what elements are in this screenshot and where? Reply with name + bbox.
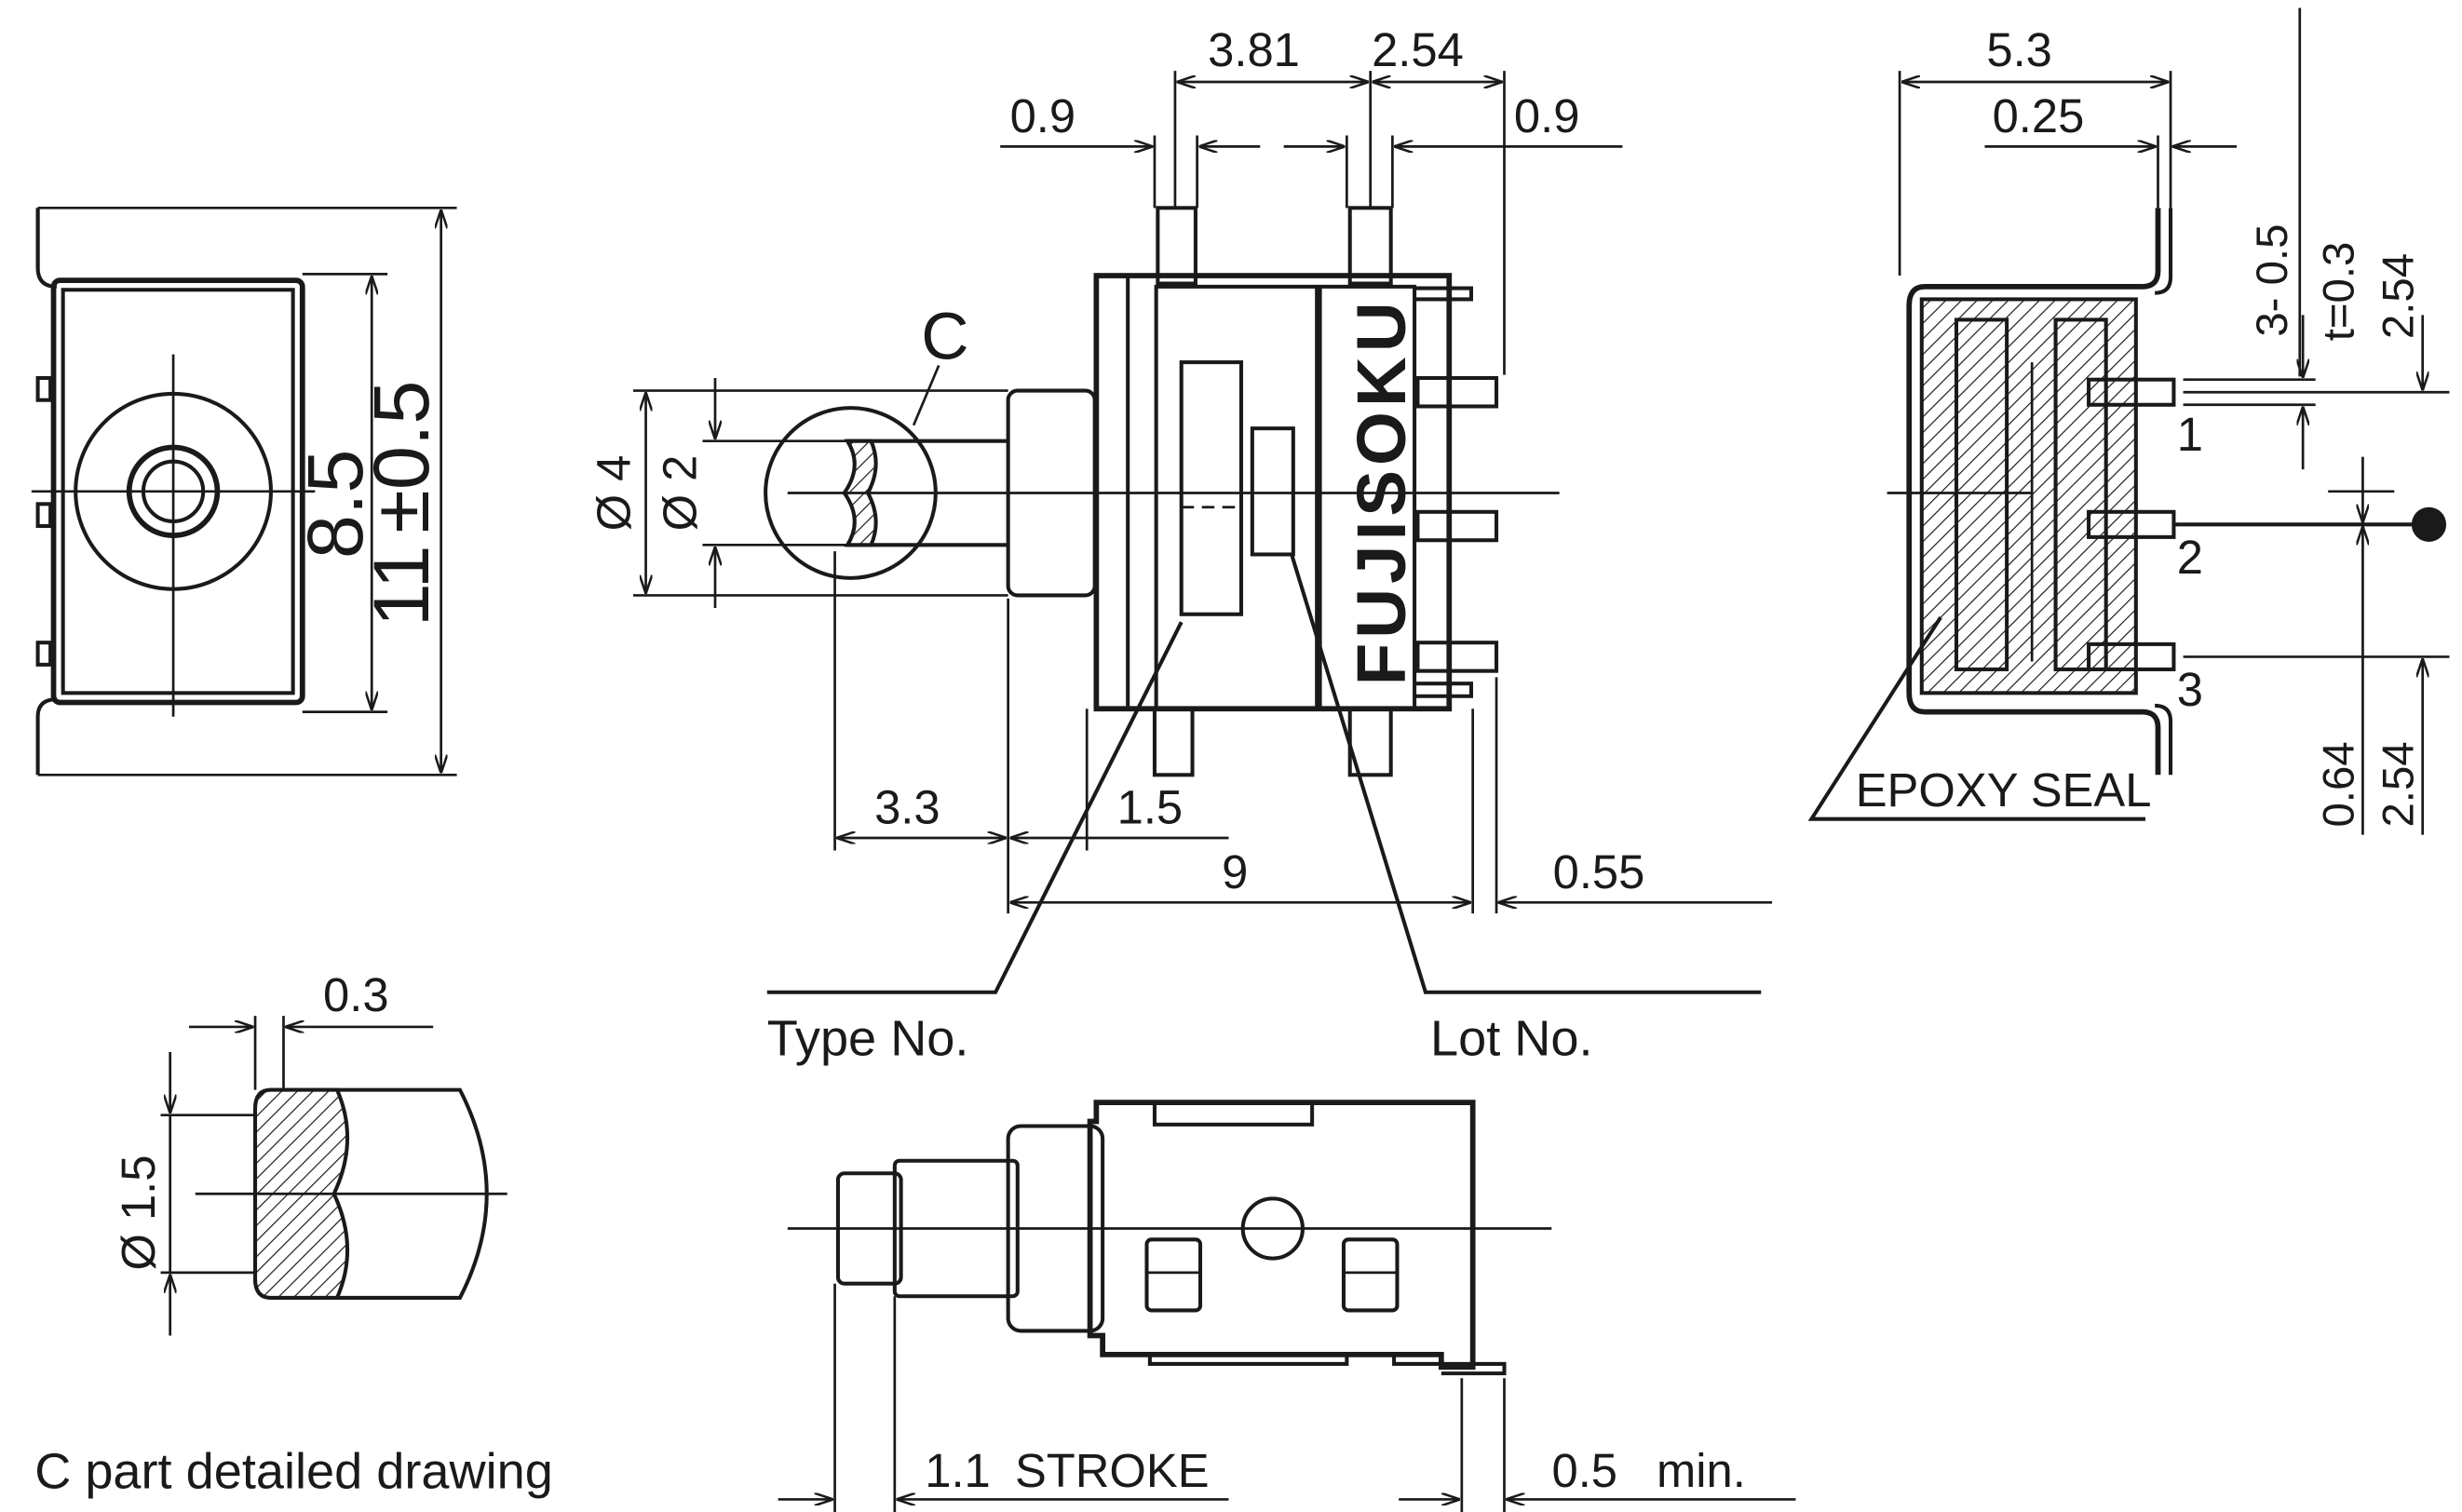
detail-c-view: 0.3 Ø 1.5 C part detailed drawing [34, 968, 553, 1500]
callout-c: C [921, 301, 968, 374]
stroke-label: STROKE [1015, 1444, 1210, 1497]
front-height-dim: 11 [357, 545, 445, 627]
thickness-dim: t=0.3 [2314, 242, 2363, 342]
min-label: min. [1657, 1444, 1746, 1497]
front-view: 8.5 11 ±0.5 [31, 206, 457, 776]
pitch-dim-a: 3.81 [1208, 23, 1300, 76]
front-tolerance-dim: ±0.5 [357, 381, 445, 533]
brand-marking: FUJISOKU [1343, 297, 1420, 685]
type-number-label: Type No. [767, 1010, 969, 1066]
end-width-dim: 5.3 [1986, 23, 2052, 76]
stroke-value-dim: 1.1 [925, 1444, 991, 1497]
terminal-dim: 0.25 [1993, 89, 2085, 142]
pin-width-dim-right: 0.9 [1514, 89, 1580, 142]
epoxy-seal-label: EPOXY SEAL [1856, 763, 2152, 817]
outer-diameter-dim: Ø 4 [588, 455, 641, 532]
side-view: C FUJISOKU 3.81 2.54 [588, 23, 1773, 1066]
bottom-view: 1.1 STROKE 0.5 min. [778, 1100, 1796, 1512]
flange-dim: 1.5 [1117, 781, 1184, 834]
body-length-dim: 9 [1222, 845, 1248, 898]
lot-number-label: Lot No. [1430, 1010, 1593, 1066]
offset-dim: 0.64 [2314, 741, 2363, 827]
inner-diameter-dim: Ø 2 [654, 455, 707, 532]
chamfer-dim: 0.3 [323, 968, 389, 1021]
pin-1-label: 1 [2177, 408, 2203, 461]
pin-count-dim: 3- 0.5 [2248, 224, 2297, 337]
end-pitch-dim-bottom: 2.54 [2374, 741, 2424, 827]
standoff-dim: 0.55 [1553, 845, 1645, 898]
pin-2-label: 2 [2177, 531, 2203, 584]
detail-title: C part detailed drawing [34, 1444, 553, 1500]
min-value-dim: 0.5 [1552, 1444, 1618, 1497]
pitch-dim-b: 2.54 [1372, 23, 1464, 76]
detail-diameter-dim: Ø 1.5 [112, 1155, 165, 1271]
end-view: 1 2 3 5.3 0.25 3- 0.5 t=0.3 2.54 0.64 2 [1807, 7, 2450, 835]
end-pitch-dim-top: 2.54 [2374, 253, 2424, 339]
plunger-length-dim: 3.3 [874, 781, 940, 834]
pin-3-label: 3 [2177, 663, 2203, 716]
pin-width-dim-left: 0.9 [1010, 89, 1076, 142]
front-width-dim: 8.5 [291, 450, 379, 560]
